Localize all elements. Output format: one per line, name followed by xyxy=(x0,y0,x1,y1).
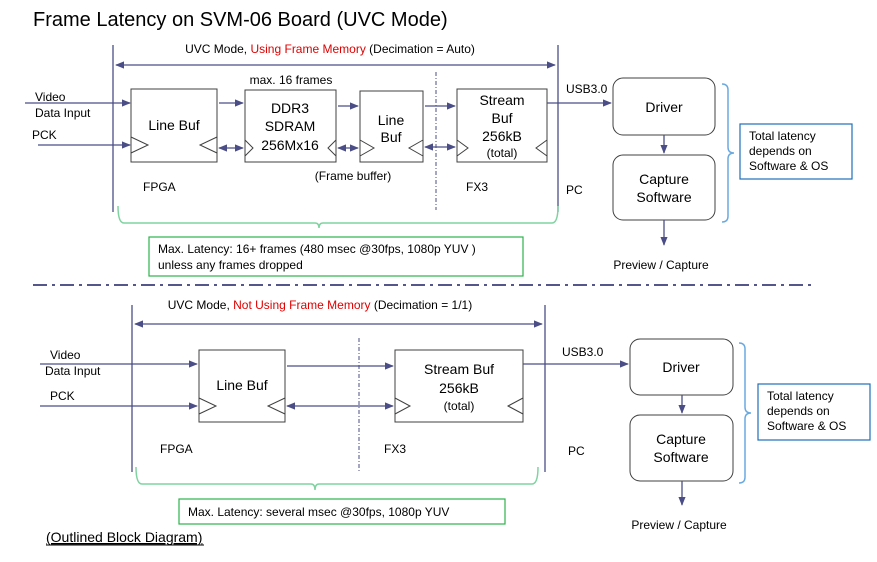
software-brace xyxy=(721,83,735,223)
software-brace xyxy=(738,342,752,484)
latency-brace xyxy=(135,466,539,491)
pck-label: PCK xyxy=(32,128,57,142)
line-buf-block: Line Buf xyxy=(130,88,218,163)
total-latency-line-3: Software & OS xyxy=(749,159,828,173)
software-label: Software xyxy=(653,449,708,465)
page-title: Frame Latency on SVM-06 Board (UVC Mode) xyxy=(33,9,448,31)
driver-block: Driver xyxy=(629,338,734,396)
capture-label: Capture xyxy=(639,171,689,187)
sdram-label: SDRAM xyxy=(265,118,316,134)
line-buf-block: Line Buf xyxy=(198,349,286,423)
capture-software-block: Capture Software xyxy=(629,414,734,482)
stream-total-label: (total) xyxy=(487,146,518,160)
fx3-label: FX3 xyxy=(466,180,488,194)
mode-prefix: UVC Mode, xyxy=(185,42,250,56)
driver-label: Driver xyxy=(662,359,700,375)
stream-buf-label: Buf xyxy=(491,110,512,126)
video-input-label: Video xyxy=(50,348,81,362)
stream-buf-label: Stream Buf xyxy=(424,361,494,377)
total-latency-line-2: depends on xyxy=(749,144,812,158)
max-latency-line-1: Max. Latency: several msec @30fps, 1080p… xyxy=(188,505,449,519)
ddr3-label: DDR3 xyxy=(271,100,309,116)
line-buf-2-block: Line Buf xyxy=(359,90,424,163)
total-latency-line-2: depends on xyxy=(767,404,830,418)
usb-label: USB3.0 xyxy=(566,82,608,96)
line-buf-label: Line Buf xyxy=(148,117,199,133)
mode-highlight: Using Frame Memory xyxy=(250,42,365,56)
pc-label: PC xyxy=(566,183,583,197)
fpga-label: FPGA xyxy=(160,442,193,456)
software-label: Software xyxy=(636,189,691,205)
stream-label: Stream xyxy=(479,92,524,108)
top-mode-label: UVC Mode, Using Frame Memory (Decimation… xyxy=(185,42,475,56)
video-input-label: Video xyxy=(35,90,66,104)
mode-highlight: Not Using Frame Memory xyxy=(233,298,370,312)
top-section: UVC Mode, Using Frame Memory (Decimation… xyxy=(25,42,853,277)
max-latency-note: Max. Latency: 16+ frames (480 msec @30fp… xyxy=(148,236,524,277)
line-buf-label: Line Buf xyxy=(216,377,267,393)
fx3-label: FX3 xyxy=(384,442,406,456)
total-latency-line-1: Total latency xyxy=(767,389,834,403)
frame-buffer-label: (Frame buffer) xyxy=(315,169,391,183)
pc-label: PC xyxy=(568,444,585,458)
latency-brace xyxy=(117,205,559,229)
total-latency-note: Total latency depends on Software & OS xyxy=(739,123,853,180)
stream-size-label: 256kB xyxy=(439,380,479,396)
preview-capture-label: Preview / Capture xyxy=(631,518,727,532)
diagram-caption: (Outlined Block Diagram) xyxy=(46,529,202,545)
mode-prefix: UVC Mode, xyxy=(168,298,233,312)
bottom-section: UVC Mode, Not Using Frame Memory (Decima… xyxy=(40,298,871,532)
pck-label: PCK xyxy=(50,389,75,403)
mode-suffix: (Decimation = 1/1) xyxy=(371,298,473,312)
max-latency-line-2: unless any frames dropped xyxy=(158,258,303,272)
capture-software-block: Capture Software xyxy=(612,154,716,221)
preview-capture-label: Preview / Capture xyxy=(613,258,709,272)
ddr3-sdram-block: DDR3 SDRAM 256Mx16 xyxy=(244,89,337,163)
mode-suffix: (Decimation = Auto) xyxy=(366,42,475,56)
bottom-mode-label: UVC Mode, Not Using Frame Memory (Decima… xyxy=(168,298,472,312)
capture-label: Capture xyxy=(656,431,706,447)
max-frames-label: max. 16 frames xyxy=(250,73,333,87)
max-latency-note: Max. Latency: several msec @30fps, 1080p… xyxy=(178,498,506,525)
driver-block: Driver xyxy=(612,77,716,136)
stream-buf-block: Stream Buf 256kB (total) xyxy=(456,88,548,163)
max-latency-line-1: Max. Latency: 16+ frames (480 msec @30fp… xyxy=(158,242,476,256)
total-latency-note: Total latency depends on Software & OS xyxy=(757,383,871,441)
data-input-label: Data Input xyxy=(45,364,101,378)
data-input-label: Data Input xyxy=(35,106,91,120)
ddr-size-label: 256Mx16 xyxy=(261,137,319,153)
stream-size-label: 256kB xyxy=(482,128,522,144)
total-latency-line-1: Total latency xyxy=(749,129,816,143)
driver-label: Driver xyxy=(645,99,683,115)
stream-total-label: (total) xyxy=(444,399,475,413)
line-label: Line xyxy=(378,112,405,128)
buf-label: Buf xyxy=(380,129,401,145)
stream-buf-block: Stream Buf 256kB (total) xyxy=(394,349,524,423)
total-latency-line-3: Software & OS xyxy=(767,419,846,433)
fpga-label: FPGA xyxy=(143,180,176,194)
usb-label: USB3.0 xyxy=(562,345,604,359)
